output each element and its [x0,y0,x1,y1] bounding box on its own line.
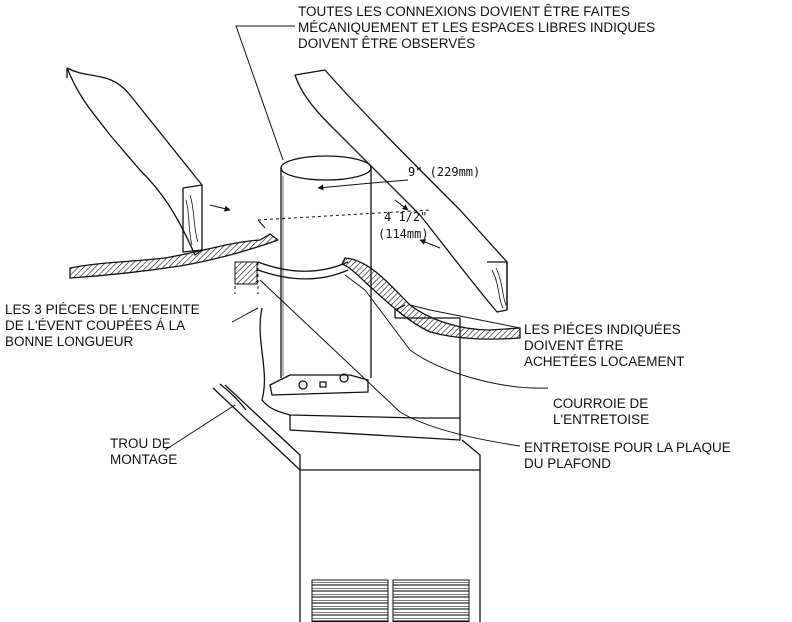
vent-enclosure [259,304,461,441]
label-mounting-hole: TROU DE MONTAGE [110,436,178,467]
dimension-9-inch: 9" (229mm) [408,165,481,179]
label-parts-local: LES PIÉCES INDIQUÉES DOIVENT ÊTRE ACHETÉ… [524,322,685,369]
ceiling-section-right [341,257,521,340]
vent-pipe [280,155,372,378]
label-ceiling-spacer: ENTRETOISE POUR LA PLAQUE DU PLAFOND [524,440,731,471]
label-spacer-strap: COURROIE DE L'ENTRETOISE [553,396,650,427]
label-enclosure-pieces: LES 3 PIÉCES DE L'ENCEINTE DE L'ÉVENT CO… [5,302,200,349]
dimension-4-5-inch: 4 1/2" [384,210,428,224]
ceiling-section-left [69,233,279,279]
ceiling-spacer [234,261,349,285]
right-ceiling-joist [294,69,508,313]
label-connections-note: TOUTES LES CONNEXIONS DOVIENT ÊTRE FAITE… [298,4,656,51]
dimension-lines [209,179,441,249]
left-ceiling-joist [66,67,203,256]
appliance-cabinet [212,383,481,622]
leader-lines [164,25,549,451]
clearance-dashes [234,209,431,294]
dimension-114mm: (114mm) [378,227,429,241]
